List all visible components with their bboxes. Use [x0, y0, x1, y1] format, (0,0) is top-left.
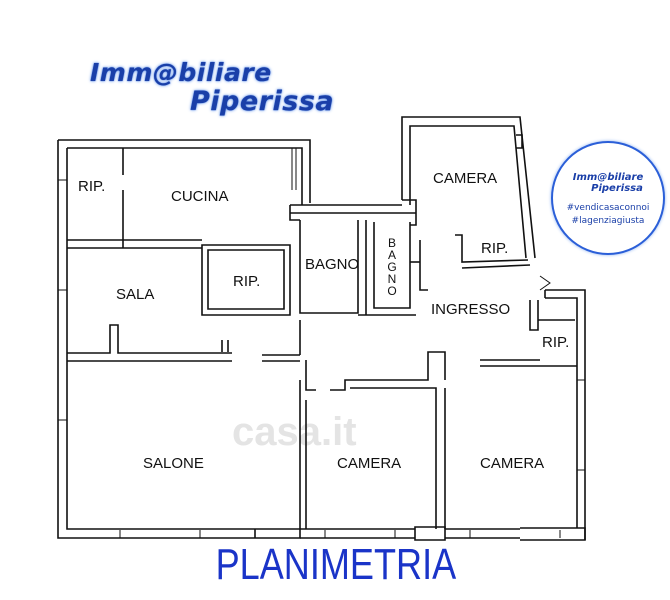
- window-mark: [577, 379, 585, 471]
- outer-wall: [409, 125, 527, 259]
- room-label-bagno: BAGNO: [305, 256, 360, 273]
- outer-wall: [66, 148, 255, 530]
- brand-logo-line2: Piperissa: [190, 86, 335, 117]
- outer-wall: [545, 289, 586, 540]
- interior-wall: [201, 244, 291, 316]
- room-label-camera-bottom-middle: CAMERA: [337, 455, 402, 472]
- interior-wall: [221, 340, 229, 352]
- outer-wall: [401, 116, 536, 259]
- interior-wall: [299, 220, 359, 314]
- interior-wall: [67, 324, 232, 354]
- room-label-bagno-vertical: BAGNO: [387, 236, 397, 298]
- interior-wall: [461, 264, 531, 269]
- interior-wall: [529, 300, 539, 331]
- watermark-text: casa.it: [232, 410, 357, 454]
- room-label-sala: SALA: [116, 286, 155, 303]
- brand-logo-line1: Imm@biliare: [90, 58, 272, 87]
- door-arc: [539, 275, 551, 291]
- outer-wall: [58, 139, 311, 203]
- room-label-rip-right: RIP.: [542, 334, 570, 351]
- outer-wall: [520, 527, 586, 541]
- badge-hashtag-2: #lagenziagiusta: [571, 216, 645, 226]
- agency-badge: Imm@biliare Piperissa #vendicasaconnoi #…: [551, 141, 665, 255]
- interior-wall: [262, 354, 300, 362]
- outer-wall: [445, 528, 520, 539]
- interior-wall: [350, 387, 437, 529]
- room-label-camera-top: CAMERA: [433, 170, 498, 187]
- interior-wall: [305, 360, 316, 391]
- plan-title: PLANIMETRIA: [215, 540, 457, 589]
- room-label-ingresso: INGRESSO: [431, 301, 511, 318]
- interior-wall: [358, 220, 416, 316]
- room-label-cucina: CUCINA: [171, 188, 229, 205]
- interior-wall: [373, 222, 411, 309]
- badge-brand-line2: Piperissa: [591, 183, 643, 194]
- room-label-rip-camera: RIP.: [481, 240, 509, 257]
- window-mark: [291, 148, 297, 190]
- interior-wall: [289, 205, 300, 221]
- interior-wall: [419, 240, 428, 291]
- outer-wall: [254, 528, 301, 539]
- window-mark: [119, 530, 201, 538]
- outer-wall: [414, 526, 446, 541]
- room-label-camera-bottom-right: CAMERA: [480, 455, 545, 472]
- badge-hashtag-1: #vendicasaconnoi: [566, 203, 650, 213]
- interior-wall: [290, 204, 416, 214]
- interior-wall: [538, 290, 575, 321]
- outer-wall: [300, 528, 415, 539]
- outer-wall: [516, 134, 523, 149]
- interior-wall: [455, 234, 529, 263]
- outer-wall: [67, 147, 303, 205]
- window-mark: [58, 179, 67, 421]
- outer-wall: [545, 297, 578, 528]
- room-label-rip-center: RIP.: [233, 273, 261, 290]
- window-mark: [469, 530, 561, 538]
- interior-wall: [330, 351, 446, 391]
- badge-brand-line1: Imm@biliare: [572, 172, 644, 183]
- outer-wall: [57, 140, 255, 539]
- interior-wall: [207, 249, 285, 310]
- room-label-rip-top-left: RIP.: [78, 178, 106, 195]
- window-mark: [324, 530, 396, 538]
- room-label-salone: SALONE: [143, 455, 204, 472]
- interior-wall: [480, 359, 577, 367]
- interior-wall: [402, 199, 417, 226]
- interior-wall: [67, 239, 202, 249]
